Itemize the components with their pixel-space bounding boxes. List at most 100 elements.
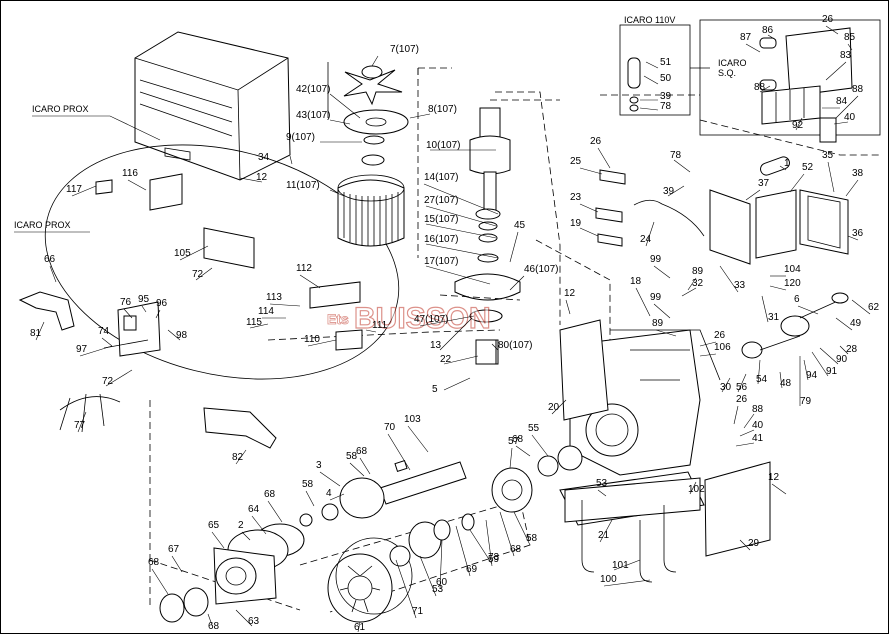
part-label: 110 [304,334,320,345]
part-label: 68 [356,446,368,457]
part-label: 99 [650,292,662,303]
leader-line [423,183,499,215]
part-label: 79 [800,396,812,407]
part-label: 63 [248,616,260,627]
leader-line [779,165,787,171]
leader-line [211,531,225,549]
part-label: 34 [258,152,270,163]
part-label: 84 [836,96,848,107]
part-label: 103 [404,414,421,425]
part-label: 3 [316,460,322,471]
leader-line [439,317,473,351]
leader-line [499,511,515,557]
leader-line [743,413,755,429]
leader-line [77,411,87,433]
leader-line [49,265,57,283]
leader-line [329,119,351,125]
part-label: 71 [412,606,424,617]
part-label: 89 [652,318,664,329]
leader-line [241,531,251,541]
leader-line [719,265,739,293]
leader-line [235,609,253,627]
leader-line [329,189,345,197]
leader-line [597,147,611,169]
leader-line [127,179,147,191]
leader-line [239,177,263,183]
leader-line [407,425,429,453]
leader-line [645,61,659,69]
part-label: 83 [840,50,852,61]
part-label: 88 [852,84,864,95]
part-label: 37 [758,178,770,189]
leader-line [653,265,671,279]
part-label: 40 [844,112,856,123]
part-label: 10(107) [426,140,460,151]
part-label: 61 [354,622,366,633]
leader-line [847,43,853,51]
leader-line [639,107,659,111]
bracket-82 [203,407,277,449]
part-label: 58 [302,479,314,490]
leader-line [509,275,525,291]
big-gear [327,537,413,623]
part-label: 95 [138,294,150,305]
leader-line [767,34,777,41]
leader-line [491,343,499,351]
limit-switch-left [18,291,161,357]
leader-line [359,457,371,475]
leader-line [269,303,301,307]
part-label: 45 [514,220,526,231]
part-label: 99 [650,254,662,265]
icaro-sq-box [699,19,881,136]
leader-line [357,621,361,633]
leader-line [687,277,697,291]
leader-line [299,274,321,289]
leader-line [141,305,147,313]
part-label: 48 [780,378,792,389]
leader-line [797,305,819,315]
part-label: 113 [266,292,282,303]
part-label: 53 [596,478,608,489]
leader-line [603,579,651,587]
limit-switch-assembly [741,292,849,359]
leader-line [579,203,599,213]
part-label: 85 [844,32,856,43]
leader-line [845,179,859,197]
leader-line [579,227,599,237]
leader-line [235,449,247,465]
leader-line [839,345,849,355]
leader-line [667,185,685,197]
part-label: 59 [488,554,500,565]
leader-line [455,525,471,577]
leader-line [307,339,337,347]
leader-line [195,267,213,281]
capacitor-110v [627,57,641,112]
leader-line [439,539,443,590]
leader-line [835,95,859,119]
part-label: 53 [432,584,444,595]
part-label: 86 [762,25,774,36]
part-label: 98 [176,330,188,341]
part-label: 23 [570,192,582,203]
part-label: 55 [528,423,540,434]
motor-cover [134,31,291,181]
part-label: 105 [174,248,191,259]
part-label: 68 [208,621,220,632]
caption-icaro-prox-top: ICARO PROX [32,104,89,114]
part-label: 111 [372,320,388,331]
part-label: 12 [768,472,780,483]
caption-icaro-prox-left: ICARO PROX [14,220,71,230]
part-label: 24 [640,234,652,245]
leader-line [551,399,567,415]
leader-line [425,223,497,239]
caption-leader [32,115,161,141]
leader-line [531,434,549,457]
part-label: 60 [436,577,448,588]
part-label: 31 [768,312,780,323]
part-label: 92 [792,120,804,131]
part-label: 28 [846,344,858,355]
part-label: 38 [852,168,864,179]
part-label: 2 [238,520,244,531]
leader-line [515,445,531,457]
leader-line [443,355,479,365]
